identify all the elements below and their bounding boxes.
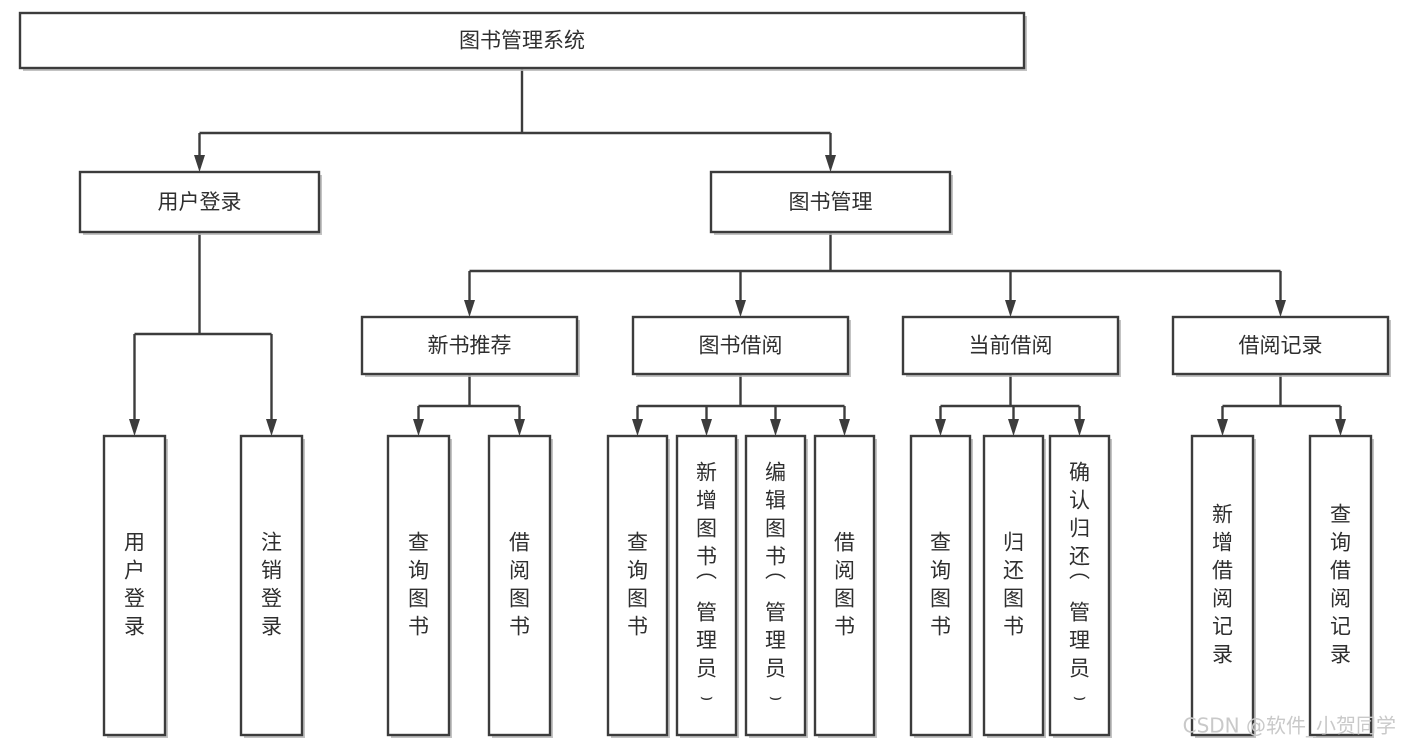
node-label: 借阅记录 (1239, 334, 1323, 358)
node-leaf-borrow-query[interactable]: 查询图书 (606, 434, 670, 738)
node-box[interactable] (813, 434, 876, 737)
node-box[interactable] (982, 434, 1045, 737)
node-leaf-rec-query2[interactable]: 查询借阅记录 (1308, 434, 1374, 738)
connector-arrowhead (1005, 300, 1016, 317)
node-leaf-rec-borrow[interactable]: 借阅图书 (487, 434, 553, 738)
node-label: 借阅图书 (834, 531, 855, 639)
node-leaf-cur-return[interactable]: 归还图书 (982, 434, 1046, 738)
node-box[interactable] (487, 434, 552, 737)
connector-arrowhead (266, 419, 277, 436)
node-box[interactable] (78, 170, 321, 234)
connector-group-book-borrow (632, 374, 850, 436)
node-label: 借阅图书 (509, 531, 530, 639)
connector-arrowhead (194, 155, 205, 172)
connector-group-current-borrow (935, 374, 1085, 436)
node-box[interactable] (1308, 434, 1373, 737)
node-current-borrow[interactable]: 当前借阅 (901, 315, 1121, 377)
node-box[interactable] (606, 434, 669, 737)
node-book-manage[interactable]: 图书管理 (709, 170, 953, 235)
node-layer: 图书管理系统用户登录图书管理新书推荐图书借阅当前借阅借阅记录用户登录注销登录查询… (18, 11, 1391, 738)
watermark-layer: CSDN @软件_小贺同学 (1183, 714, 1396, 738)
connector-arrowhead (1217, 419, 1228, 436)
node-label: 图书管理系统 (459, 29, 585, 53)
node-label: 编辑图书⌒管理员⌣ (765, 461, 786, 709)
node-box[interactable] (239, 434, 304, 737)
node-label: 注销登录 (261, 531, 282, 639)
node-leaf-rec-query[interactable]: 查询图书 (386, 434, 452, 738)
node-label: 图书管理 (789, 190, 873, 214)
connector-arrowhead (1008, 419, 1019, 436)
node-box[interactable] (901, 315, 1120, 376)
connector-group-root (194, 68, 836, 172)
connector-layer (129, 68, 1346, 436)
node-box[interactable] (675, 434, 738, 737)
node-label: 新书推荐 (428, 334, 512, 358)
node-label: 新增图书⌒管理员⌣ (696, 461, 717, 709)
node-box[interactable] (1190, 434, 1255, 737)
node-label: 查询图书 (408, 531, 429, 639)
connector-arrowhead (701, 419, 712, 436)
node-root[interactable]: 图书管理系统 (18, 11, 1027, 71)
connector-group-book-manage (464, 232, 1286, 317)
node-label: 查询借阅记录 (1330, 503, 1351, 667)
connector-arrowhead (514, 419, 525, 436)
node-label: 归还图书 (1003, 531, 1024, 639)
node-leaf-user-login[interactable]: 用户登录 (102, 434, 168, 738)
connector-arrowhead (735, 300, 746, 317)
node-user-login[interactable]: 用户登录 (78, 170, 322, 235)
connector-arrowhead (1074, 419, 1085, 436)
node-box[interactable] (102, 434, 167, 737)
connector-arrowhead (1335, 419, 1346, 436)
connector-arrowhead (935, 419, 946, 436)
node-borrow-record[interactable]: 借阅记录 (1171, 315, 1391, 377)
node-box[interactable] (1048, 434, 1111, 737)
connector-arrowhead (413, 419, 424, 436)
node-box[interactable] (386, 434, 451, 737)
node-label: 新增借阅记录 (1212, 503, 1233, 667)
node-leaf-borrow-edit[interactable]: 编辑图书⌒管理员⌣ (744, 434, 808, 738)
csdn-watermark: CSDN @软件_小贺同学 (1183, 714, 1396, 738)
node-leaf-rec-add[interactable]: 新增借阅记录 (1190, 434, 1256, 738)
node-leaf-user-logout[interactable]: 注销登录 (239, 434, 305, 738)
node-book-borrow[interactable]: 图书借阅 (631, 315, 851, 377)
node-box[interactable] (744, 434, 807, 737)
node-leaf-cur-query[interactable]: 查询图书 (909, 434, 973, 738)
node-leaf-borrow-do[interactable]: 借阅图书 (813, 434, 877, 738)
connector-arrowhead (839, 419, 850, 436)
connector-group-user-login (129, 232, 277, 436)
node-label: 当前借阅 (969, 334, 1053, 358)
node-box[interactable] (709, 170, 952, 234)
node-box[interactable] (360, 315, 579, 376)
node-leaf-cur-confirm[interactable]: 确认归还⌒管理员⌣ (1048, 434, 1112, 738)
node-label: 图书借阅 (699, 334, 783, 358)
node-label: 用户登录 (124, 531, 145, 639)
node-box[interactable] (909, 434, 972, 737)
connector-arrowhead (632, 419, 643, 436)
connector-arrowhead (825, 155, 836, 172)
connector-group-borrow-record (1217, 374, 1346, 436)
node-box[interactable] (18, 11, 1026, 70)
node-box[interactable] (1171, 315, 1390, 376)
node-box[interactable] (631, 315, 850, 376)
node-label: 查询图书 (627, 531, 648, 639)
connector-arrowhead (770, 419, 781, 436)
connector-arrowhead (464, 300, 475, 317)
node-leaf-borrow-add[interactable]: 新增图书⌒管理员⌣ (675, 434, 739, 738)
connector-group-new-book-rec (413, 374, 525, 436)
connector-arrowhead (129, 419, 140, 436)
node-label: 用户登录 (158, 190, 242, 214)
node-new-book-rec[interactable]: 新书推荐 (360, 315, 580, 377)
node-label: 查询图书 (930, 531, 951, 639)
node-label: 确认归还⌒管理员⌣ (1069, 461, 1090, 709)
connector-arrowhead (1275, 300, 1286, 317)
